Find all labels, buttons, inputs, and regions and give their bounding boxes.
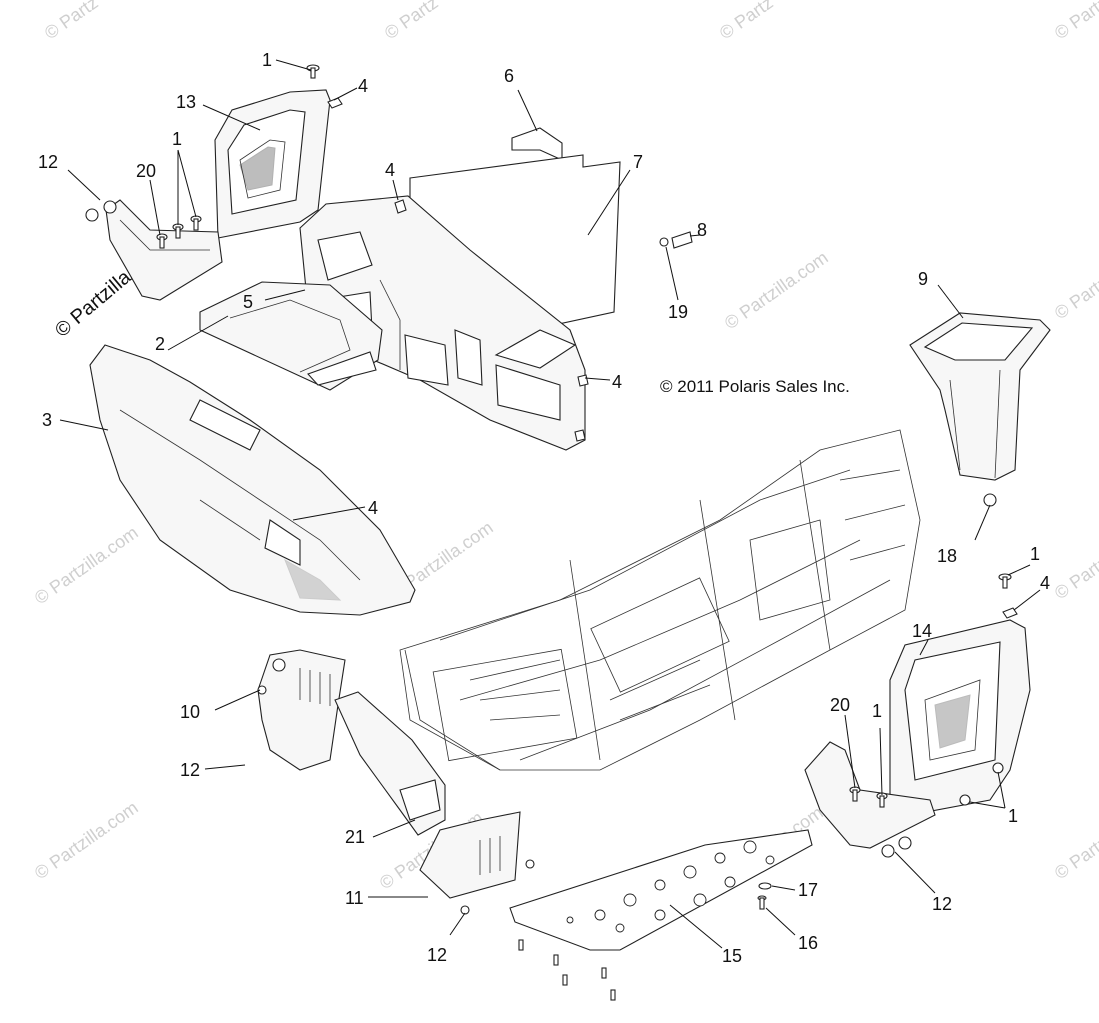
watermark-6: © Partzilla.com	[721, 247, 832, 333]
callout-18: 18	[937, 546, 957, 566]
callout-7: 7	[633, 152, 643, 172]
callout-1-top: 1	[262, 50, 272, 70]
callout-12-top-left: 12	[38, 152, 58, 172]
part-14-side-panel	[889, 619, 1031, 816]
part-right-footwell	[804, 741, 936, 849]
callout-4-floor: 4	[368, 498, 378, 518]
callout-1-right-bottom: 1	[1008, 806, 1018, 826]
callout-16: 16	[798, 933, 818, 953]
fasteners-top-left	[85, 64, 343, 249]
part-8-19-bolt	[659, 231, 693, 249]
callout-21: 21	[345, 827, 365, 847]
watermark-7: © Partz	[1051, 272, 1099, 323]
part-11-bracket	[419, 811, 535, 899]
leader-lines	[59, 59, 1041, 949]
watermark-11: © Partzilla.com	[31, 797, 142, 883]
callout-8: 8	[697, 220, 707, 240]
callout-10: 10	[180, 702, 200, 722]
callouts: 1 4 13 12 20 1 6 7 4 8 19 5 9 2 4 3 4 18…	[38, 50, 1050, 966]
callout-4-right: 4	[1040, 573, 1050, 593]
part-2-console	[199, 281, 383, 391]
part-left-footwell	[105, 199, 223, 301]
callout-12-bottom: 12	[427, 945, 447, 965]
watermark-8: © Partzilla.com	[31, 522, 142, 608]
part-21-duct	[334, 691, 446, 836]
callout-17: 17	[798, 880, 818, 900]
callout-1-left: 1	[172, 129, 182, 149]
watermark-10: © Partz	[1051, 552, 1099, 603]
callout-20-right: 20	[830, 695, 850, 715]
part-6-tag	[511, 127, 563, 161]
callout-13: 13	[176, 92, 196, 112]
callout-12-right: 12	[932, 894, 952, 914]
callout-6: 6	[504, 66, 514, 86]
watermark-2: © Partz	[381, 0, 442, 43]
frame	[399, 429, 921, 771]
callout-15: 15	[722, 946, 742, 966]
part-13-side-panel	[214, 89, 331, 239]
callout-11: 11	[345, 888, 364, 908]
part-15-skid-plate	[509, 829, 813, 951]
part-9-storage-bin	[909, 312, 1051, 507]
callout-4-top: 4	[358, 76, 368, 96]
part-10-bracket	[257, 649, 346, 771]
copyright-notice: © 2011 Polaris Sales Inc.	[660, 377, 850, 396]
watermark-4: © Partz	[1051, 0, 1099, 43]
callout-1-right-top: 1	[1030, 544, 1040, 564]
callout-2: 2	[155, 334, 165, 354]
watermark-3: © Partz	[716, 0, 777, 43]
callout-19: 19	[668, 302, 688, 322]
part-3-floor-pan	[89, 344, 416, 616]
watermark-14: © Partz	[1051, 832, 1099, 883]
callout-14: 14	[912, 621, 932, 641]
callout-9: 9	[918, 269, 928, 289]
callout-4-bulkhead-right: 4	[612, 372, 622, 392]
callout-4-bulkhead-top: 4	[385, 160, 395, 180]
watermark-1: © Partz	[41, 0, 102, 43]
callout-5: 5	[243, 292, 253, 312]
callout-20-left: 20	[136, 161, 156, 181]
callout-3: 3	[42, 410, 52, 430]
callout-1-right-mid: 1	[872, 701, 882, 721]
fasteners-bottom	[460, 882, 772, 1001]
callout-12-left: 12	[180, 760, 200, 780]
